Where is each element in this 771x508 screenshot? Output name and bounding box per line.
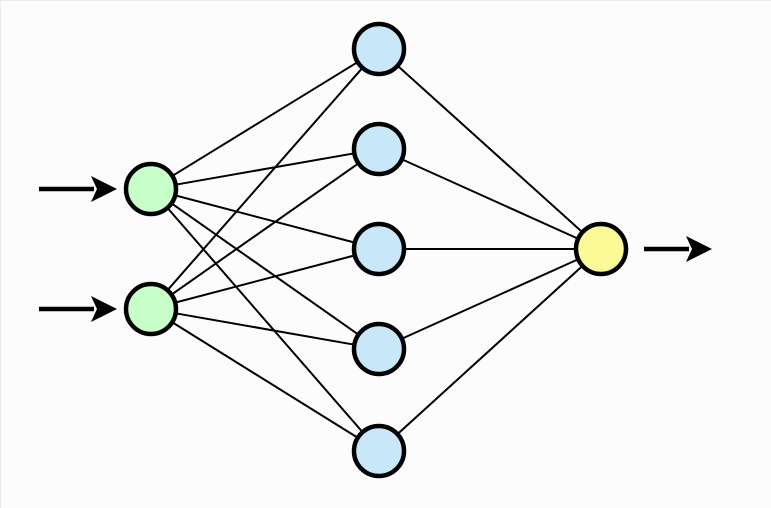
- node-h4[interactable]: [351, 321, 407, 377]
- output-node-circle[interactable]: [573, 221, 629, 277]
- node-h2[interactable]: [351, 121, 407, 177]
- connection-edge: [171, 61, 359, 177]
- node-h1[interactable]: [351, 21, 407, 77]
- connection-edge: [400, 258, 580, 340]
- connection-edge: [400, 158, 580, 240]
- hidden-node-circle[interactable]: [351, 21, 407, 77]
- hidden-node-circle[interactable]: [351, 321, 407, 377]
- input-arrow-2-head: [91, 296, 117, 322]
- input-arrow-2: [39, 296, 117, 322]
- node-o1[interactable]: [573, 221, 629, 277]
- connection-edge: [174, 312, 356, 346]
- connection-edge: [396, 64, 584, 234]
- node-i1[interactable]: [123, 161, 179, 217]
- input-node-circle[interactable]: [123, 281, 179, 337]
- connection-edge: [166, 206, 364, 434]
- input-node-circle[interactable]: [123, 161, 179, 217]
- input-arrow-1: [39, 176, 117, 202]
- hidden-node-circle[interactable]: [351, 221, 407, 277]
- connection-edge: [170, 162, 360, 296]
- output-arrow-1-head: [686, 236, 712, 262]
- io-arrows-group: [39, 176, 712, 322]
- node-i2[interactable]: [123, 281, 179, 337]
- input-arrow-1-head: [91, 176, 117, 202]
- connection-edge: [166, 66, 364, 292]
- nodes-group: [123, 21, 629, 479]
- node-h5[interactable]: [351, 423, 407, 479]
- connection-edge: [174, 254, 356, 304]
- hidden-node-circle[interactable]: [351, 423, 407, 479]
- edges-group: [166, 61, 584, 439]
- output-arrow-1: [644, 236, 712, 262]
- connection-edge: [174, 194, 356, 244]
- connection-edge: [174, 152, 356, 186]
- hidden-node-circle[interactable]: [351, 121, 407, 177]
- connection-edge: [170, 202, 360, 336]
- connection-edge: [396, 264, 584, 436]
- connection-edge: [171, 321, 359, 439]
- node-h3[interactable]: [351, 221, 407, 277]
